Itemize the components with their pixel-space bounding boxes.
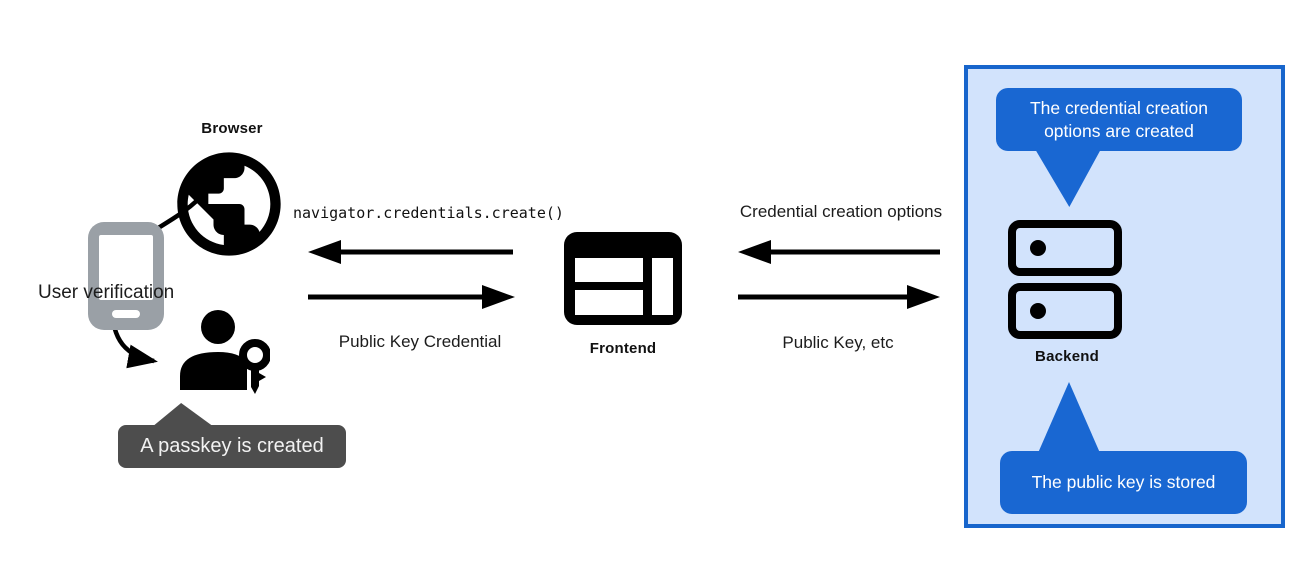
- passkey-callout-text: A passkey is created: [140, 435, 324, 457]
- create-call-label: navigator.credentials.create(): [293, 204, 564, 222]
- public-key-etc-label: Public Key, etc: [782, 333, 894, 352]
- arrow-frontend-to-backend: [738, 285, 940, 309]
- person-key-icon: [180, 310, 270, 394]
- user-verification-label: User verification: [38, 282, 175, 303]
- public-key-credential-label: Public Key Credential: [338, 332, 502, 351]
- browser-label: Browser: [201, 120, 263, 137]
- arrow-browser-to-frontend: [308, 285, 515, 309]
- public-key-stored-text: The public key is stored: [1031, 472, 1216, 493]
- credential-creation-options-label: Credential creation options: [739, 202, 943, 221]
- frontend-label: Frontend: [589, 340, 657, 357]
- smartphone-icon: [88, 222, 164, 330]
- globe-icon: [177, 152, 281, 256]
- options-created-text: The credential creation options are crea…: [1029, 98, 1209, 141]
- server-icon: [1008, 220, 1122, 339]
- passkey-callout: A passkey is created: [118, 425, 346, 468]
- backend-label: Backend: [1035, 348, 1099, 365]
- browser-window-icon: [564, 232, 682, 325]
- public-key-stored-callout: The public key is stored: [1000, 451, 1247, 514]
- arrow-backend-to-frontend: [738, 240, 940, 264]
- options-created-callout: The credential creation options are crea…: [996, 88, 1242, 151]
- arrow-frontend-to-browser: [308, 240, 513, 264]
